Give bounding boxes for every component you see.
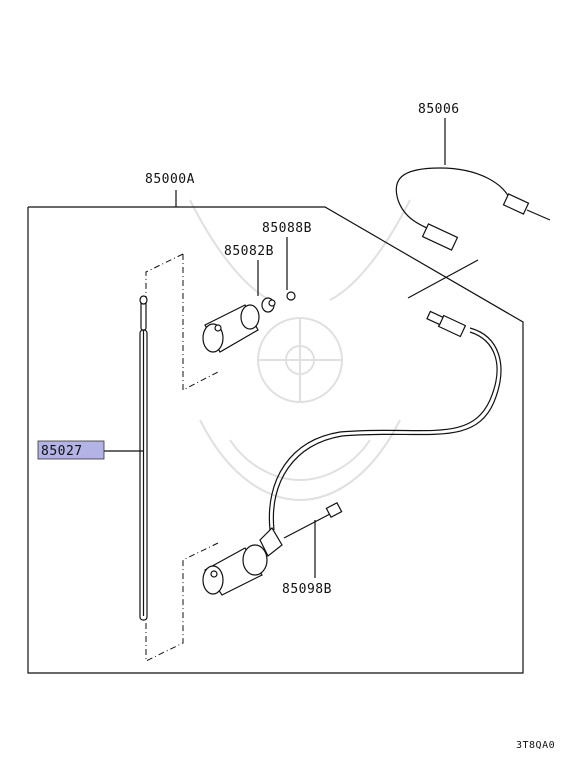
- lower-bracket-guides: [145, 542, 219, 662]
- watermark-emblem: [189, 199, 411, 502]
- label-85027[interactable]: 85027: [41, 444, 83, 459]
- label-85088B: 85088B: [262, 221, 312, 236]
- upper-mount: [202, 237, 296, 353]
- label-85027-highlight: [37, 440, 105, 460]
- footer-code: 3T8QA0: [516, 740, 555, 751]
- bolt: [283, 501, 343, 578]
- label-85006: 85006: [418, 102, 460, 117]
- label-85082B: 85082B: [224, 244, 274, 259]
- cable-break-line: [407, 259, 479, 299]
- lower-mount: [202, 527, 283, 596]
- antenna-rod: [139, 295, 148, 621]
- label-85000A: 85000A: [145, 172, 195, 187]
- upper-bracket-guides: [145, 253, 219, 391]
- antenna-cable: [268, 310, 502, 531]
- assembly-frame: [27, 190, 524, 674]
- label-85098B: 85098B: [282, 582, 332, 597]
- extension-cable: [395, 118, 551, 251]
